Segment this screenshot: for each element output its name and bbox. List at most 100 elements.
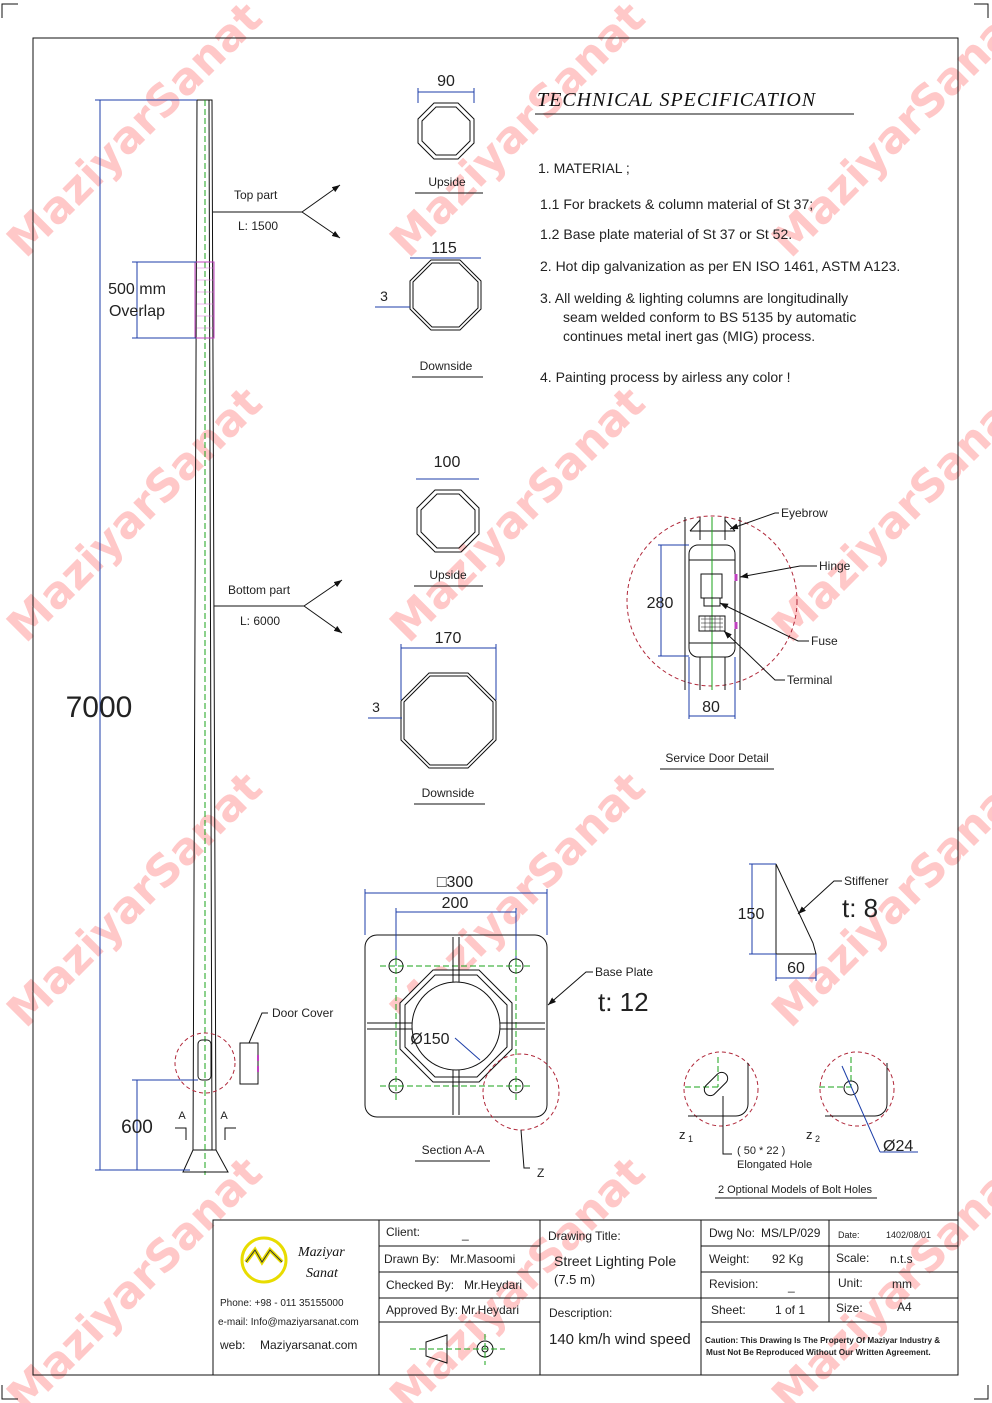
- z2-label: z: [806, 1127, 813, 1142]
- z1-label: z: [679, 1127, 686, 1142]
- bolt-hole-options: z 1 ( 50 * 22 ) Elongated Hole z 2 Ø24 2…: [679, 1051, 918, 1199]
- projection-symbol: [410, 1334, 505, 1365]
- door-detail-circle: [174, 1032, 236, 1094]
- elongated-label: Elongated Hole: [737, 1159, 812, 1171]
- spec-item: 1. MATERIAL ;: [538, 160, 630, 176]
- section-dim: 115: [431, 240, 457, 257]
- date-label: Date:: [838, 1230, 860, 1240]
- sheet-label: Sheet:: [711, 1303, 746, 1317]
- spec-title: TECHNICAL SPECIFICATION: [537, 89, 817, 111]
- detail-z-mark: Z: [537, 1166, 544, 1180]
- revision-value: _: [787, 1279, 795, 1293]
- checked-by-value: Mr.Heydari: [464, 1278, 522, 1292]
- section-upside-top: 90 Upside: [415, 73, 483, 194]
- base-height-dim: 600: [121, 1117, 153, 1138]
- stiffener-detail: 150 60 Stiffener t: 8: [738, 863, 888, 981]
- watermark: MaziyarSanat: [0, 1147, 272, 1403]
- client-value: _: [461, 1227, 469, 1241]
- door-height-dim: 280: [647, 595, 674, 612]
- bolt-holes-title: 2 Optional Models of Bolt Holes: [718, 1184, 873, 1196]
- dwg-no-label: Dwg No:: [709, 1226, 755, 1240]
- section-dim: 170: [435, 630, 462, 647]
- z2-subscript: 2: [815, 1134, 820, 1144]
- section-mark-right: A: [220, 1110, 228, 1122]
- description-value: 140 km/h wind speed: [549, 1331, 691, 1348]
- spec-item: 4. Painting process by airless any color…: [540, 369, 791, 385]
- section-upside-bottom: 100 Upside: [414, 454, 483, 587]
- door-cover-label: Door Cover: [272, 1006, 333, 1020]
- drawn-by-label: Drawn By:: [384, 1252, 439, 1266]
- service-door-title: Service Door Detail: [665, 751, 768, 765]
- watermark: MaziyarSanat: [0, 377, 272, 652]
- plate-size-dim: □300: [437, 874, 473, 891]
- watermark: MaziyarSanat: [0, 762, 272, 1037]
- stiffener-thickness: t: 8: [842, 893, 878, 923]
- spec-item: 2. Hot dip galvanization as per EN ISO 1…: [540, 258, 900, 274]
- section-label: Downside: [420, 359, 473, 373]
- spec-item: continues metal inert gas (MIG) process.: [563, 328, 815, 344]
- terminal-label: Terminal: [787, 673, 832, 687]
- bolt-spacing-dim: 200: [442, 895, 469, 912]
- base-plate-section: □300 200 Z Ø150 Base Plate t: 12 Section…: [364, 874, 653, 1180]
- section-label: Upside: [429, 568, 467, 582]
- weight-label: Weight:: [709, 1252, 749, 1266]
- client-label: Client:: [386, 1225, 420, 1239]
- scale-value: n.t.s: [890, 1252, 913, 1266]
- revision-label: Revision:: [709, 1277, 758, 1291]
- unit-value: mm: [892, 1277, 912, 1291]
- size-label: Size:: [836, 1301, 863, 1315]
- section-label: Upside: [428, 175, 466, 189]
- company-name-1: Maziyar: [297, 1245, 345, 1260]
- thickness-dim: 3: [372, 699, 380, 715]
- section-title: Section A-A: [422, 1143, 485, 1157]
- round-hole-dim: Ø24: [883, 1138, 913, 1155]
- plate-thickness: t: 12: [598, 987, 649, 1017]
- spec-item: 3. All welding & lighting columns are lo…: [540, 290, 848, 306]
- z1-subscript: 1: [688, 1134, 693, 1144]
- top-part-label: Top part: [234, 188, 278, 202]
- company-name-2: Sanat: [306, 1266, 339, 1281]
- weight-value: 92 Kg: [772, 1252, 803, 1266]
- description-label: Description:: [549, 1306, 612, 1320]
- spec-item: 1.2 Base plate material of St 37 or St 5…: [540, 226, 792, 242]
- watermark: MaziyarSanat: [380, 1147, 655, 1403]
- section-mark-left: A: [178, 1110, 186, 1122]
- stiffener-width-dim: 60: [787, 960, 805, 977]
- hole-dim: Ø150: [410, 1031, 449, 1048]
- phone: Phone: +98 - 011 35155000: [220, 1298, 344, 1309]
- web-label: web:: [219, 1338, 245, 1352]
- title-block: Maziyar Sanat Phone: +98 - 011 35155000 …: [212, 1219, 959, 1376]
- company-logo: Maziyar Sanat: [240, 1236, 345, 1284]
- stiffener-height-dim: 150: [738, 906, 765, 923]
- date-value: 1402/08/01: [886, 1230, 931, 1240]
- watermark: MaziyarSanat: [380, 377, 655, 652]
- service-door-detail: 280 80 Eyebrow Hinge Fuse Terminal Servi…: [626, 506, 851, 770]
- bottom-part-label: Bottom part: [228, 583, 291, 597]
- technical-specification: TECHNICAL SPECIFICATION 1. MATERIAL ; 1.…: [535, 89, 900, 385]
- elongated-size: ( 50 * 22 ): [737, 1145, 785, 1157]
- unit-label: Unit:: [838, 1276, 863, 1290]
- drawing-title-label: Drawing Title:: [548, 1229, 621, 1243]
- spec-item: 1.1 For brackets & column material of St…: [540, 196, 813, 212]
- hinge-label: Hinge: [819, 559, 851, 573]
- section-label: Downside: [422, 786, 475, 800]
- overlap-dim: 500 mm: [108, 281, 166, 298]
- web: Maziyarsanat.com: [260, 1338, 357, 1352]
- watermark: MaziyarSanat: [0, 0, 272, 267]
- checked-by-label: Checked By:: [386, 1278, 454, 1292]
- sheet-value: 1 of 1: [775, 1303, 805, 1317]
- section-downside-top: 115 3 Downside: [375, 240, 483, 378]
- section-dim: 100: [434, 454, 461, 471]
- pole-elevation: 7000 500 mm Overlap 600 A A Top part L: …: [66, 99, 343, 1175]
- eyebrow-label: Eyebrow: [781, 506, 828, 520]
- section-dim: 90: [437, 73, 455, 90]
- bottom-part-length: L: 6000: [240, 614, 280, 628]
- drawing-title-height: (7.5 m): [554, 1272, 595, 1287]
- spec-item: seam welded conform to BS 5135 by automa…: [563, 309, 856, 325]
- email: e-mail: Info@maziyarsanat.com: [218, 1317, 359, 1328]
- approved-by-label: Approved By:: [386, 1303, 458, 1317]
- base-plate-label: Base Plate: [595, 965, 653, 979]
- drawn-by-value: Mr.Masoomi: [450, 1252, 515, 1266]
- caution-line-2: Must Not Be Reproduced Without Our Writt…: [706, 1348, 931, 1357]
